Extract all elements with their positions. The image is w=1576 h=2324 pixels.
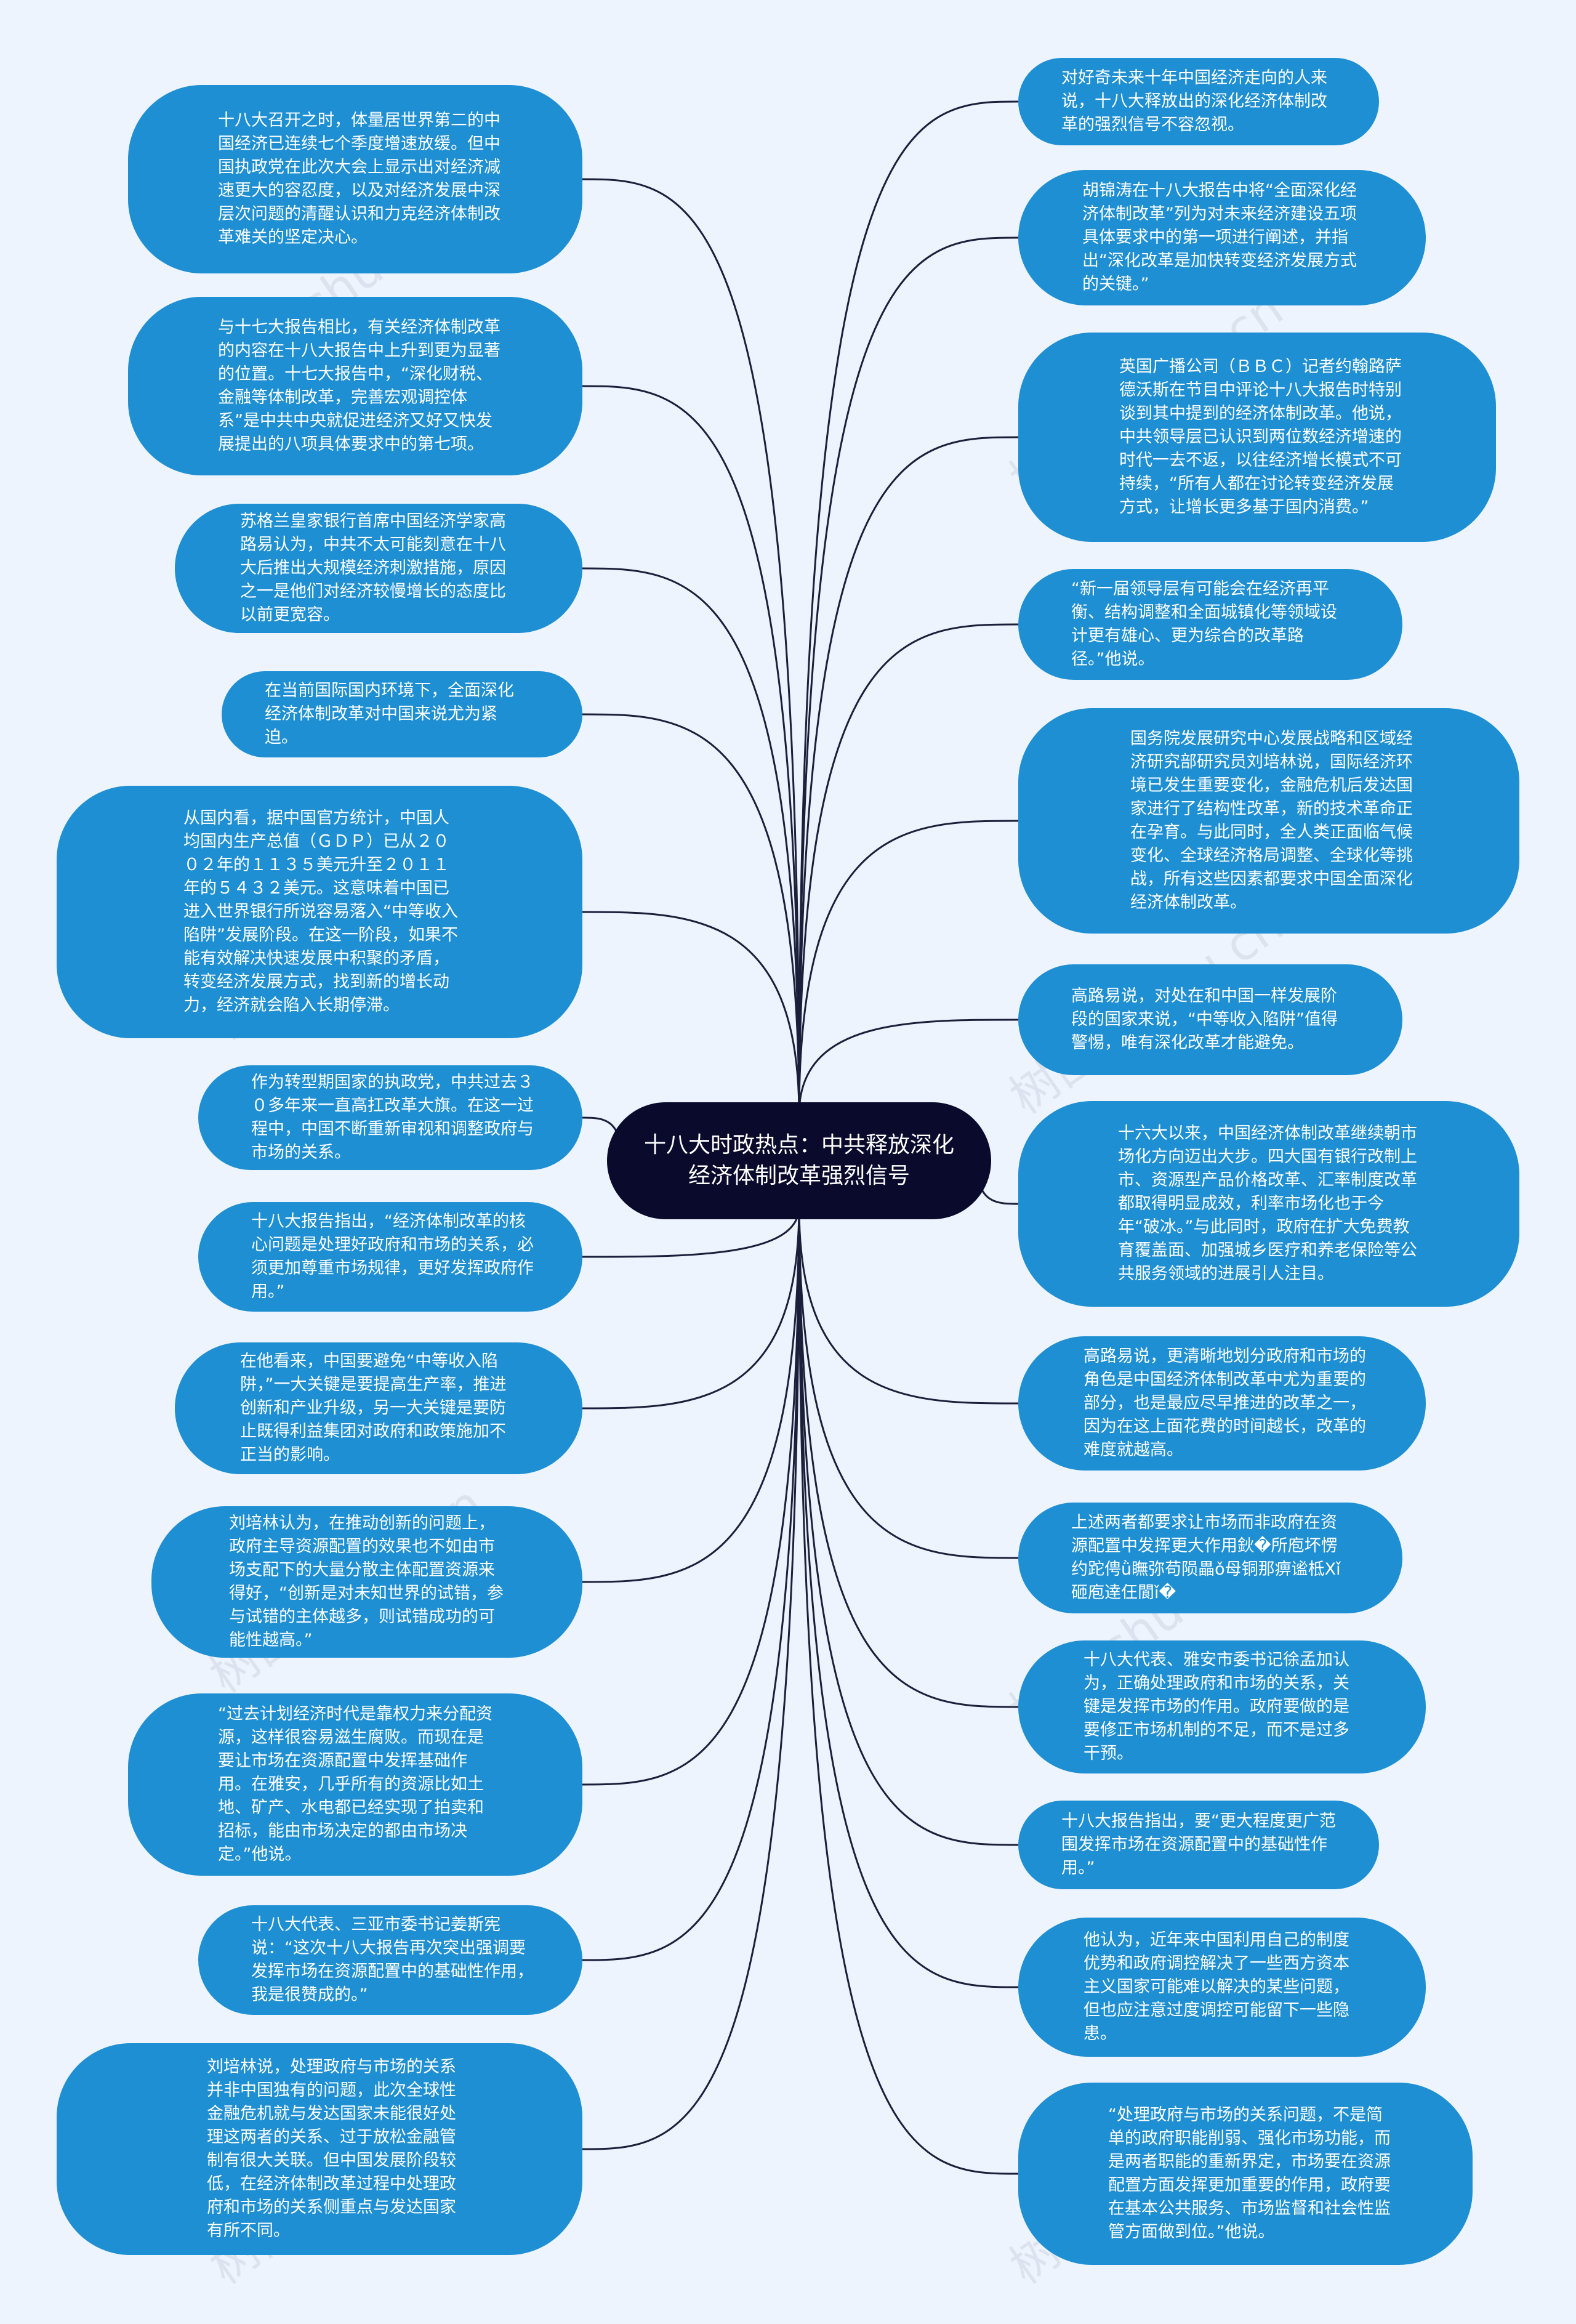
node-text: 高路易说，对处在和中国一样发展阶段的国家来说，“中等收入陷阱”值得警惕，唯有深化… xyxy=(1071,986,1338,1052)
node-text: “过去计划经济时代是靠权力来分配资源，这样很容易滋生腐败。而现在是要让市场在资源… xyxy=(218,1705,492,1864)
right-node-1[interactable]: 对好奇未来十年中国经济走向的人来说，十八大释放出的深化经济体制改革的强烈信号不容… xyxy=(1018,58,1379,145)
right-node-6[interactable]: 高路易说，对处在和中国一样发展阶段的国家来说，“中等收入陷阱”值得警惕，唯有深化… xyxy=(1018,964,1402,1075)
node-text: “新一届领导层有可能会在经济再平衡、结构调整和全面城镇化等领域设计更有雄心、更为… xyxy=(1071,579,1337,669)
right-node-8[interactable]: 高路易说，更清晰地划分政府和市场的角色是中国经济体制改革中尤为重要的部分，也是最… xyxy=(1018,1336,1426,1471)
connector-line xyxy=(582,713,800,1115)
right-node-9[interactable]: 上述两者都要求让市场而非政府在资源配置中发挥更大作用鈥�所庖坏愣约跎俜ǜ瞴弥苟陨… xyxy=(1018,1503,1402,1613)
left-node-1[interactable]: 十八大召开之时，体量居世界第二的中国经济已连续七个季度增速放缓。但中国执政党在此… xyxy=(128,85,582,273)
node-text: 十八大代表、三亚市委书记姜斯宪说：“这次十八大报告再次突出强调要发挥市场在资源配… xyxy=(251,1915,534,2004)
node-text: 英国广播公司（ＢＢＣ）记者约翰路萨德沃斯在节目中评论十八大报告时特别谈到其中提到… xyxy=(1119,357,1402,517)
node-text: 对好奇未来十年中国经济走向的人来说，十八大释放出的深化经济体制改革的强烈信号不容… xyxy=(1061,68,1327,134)
node-text: 在他看来，中国要避免“中等收入陷阱，”一大关键是要提高生产率，推进创新和产业升级… xyxy=(240,1352,507,1464)
connector-line xyxy=(582,1206,800,1786)
left-node-4[interactable]: 在当前国际国内环境下，全面深化经济体制改革对中国来说尤为紧迫。 xyxy=(222,671,582,757)
connector-line xyxy=(798,820,1019,1115)
connector-line xyxy=(798,1206,1019,1559)
connector-line xyxy=(582,1206,800,2150)
connector-line xyxy=(798,100,1019,1115)
node-text: 在当前国际国内环境下，全面深化经济体制改革对中国来说尤为紧迫。 xyxy=(265,681,514,747)
connector-line xyxy=(798,1206,1019,1708)
node-text: 十八大召开之时，体量居世界第二的中国经济已连续七个季度增速放缓。但中国执政党在此… xyxy=(218,111,501,247)
node-text: 胡锦涛在十八大报告中将“全面深化经济体制改革”列为对未来经济建设五项具体要求中的… xyxy=(1082,181,1357,294)
left-node-8[interactable]: 在他看来，中国要避免“中等收入陷阱，”一大关键是要提高生产率，推进创新和产业升级… xyxy=(175,1342,582,1474)
right-node-2[interactable]: 胡锦涛在十八大报告中将“全面深化经济体制改革”列为对未来经济建设五项具体要求中的… xyxy=(1018,170,1426,305)
connector-line xyxy=(798,1206,1019,1405)
connector-line xyxy=(582,1206,800,1961)
node-text: “处理政府与市场的关系问题，不是简单的政府职能削弱、强化市场功能，而是两者职能的… xyxy=(1108,2105,1391,2241)
node-text: 国务院发展研究中心发展战略和区域经济研究部研究员刘培林说，国际经济环境已发生重要… xyxy=(1130,729,1413,912)
node-text: 苏格兰皇家银行首席中国经济学家高路易认为，中共不太可能刻意在十八大后推出大规模经… xyxy=(240,512,506,624)
left-node-5[interactable]: 从国内看，据中国官方统计，中国人均国内生产总值（ＧＤＰ）已从２００２年的１１３５… xyxy=(57,786,582,1038)
node-text: 与十七大报告相比，有关经济体制改革的内容在十八大报告中上升到更为显著的位置。十七… xyxy=(218,318,501,454)
center-topic-node[interactable]: 十八大时政热点：中共释放深化经济体制改革强烈信号 xyxy=(607,1102,991,1219)
connector-line xyxy=(798,1206,1019,1988)
left-node-2[interactable]: 与十七大报告相比，有关经济体制改革的内容在十八大报告中上升到更为显著的位置。十七… xyxy=(128,297,582,475)
connector-line xyxy=(582,1206,800,1583)
left-node-3[interactable]: 苏格兰皇家银行首席中国经济学家高路易认为，中共不太可能刻意在十八大后推出大规模经… xyxy=(175,504,582,633)
right-node-12[interactable]: 他认为，近年来中国利用自己的制度优势和政府调控解决了一些西方资本主义国家可能难以… xyxy=(1018,1918,1426,2057)
right-node-5[interactable]: 国务院发展研究中心发展战略和区域经济研究部研究员刘培林说，国际经济环境已发生重要… xyxy=(1018,708,1519,934)
connector-line xyxy=(798,436,1019,1115)
left-node-12[interactable]: 刘培林说，处理政府与市场的关系并非中国独有的问题，此次全球性金融危机就与发达国家… xyxy=(57,2043,582,2255)
node-text: 他认为，近年来中国利用自己的制度优势和政府调控解决了一些西方资本主义国家可能难以… xyxy=(1084,1931,1349,2043)
right-node-10[interactable]: 十八大代表、雅安市委书记徐孟加认为，正确处理政府和市场的关系，关键是发挥市场的作… xyxy=(1018,1640,1426,1773)
node-text: 作为转型期国家的执政党，中共过去３０多年来一直高扛改革大旗。在这一过程中，中国不… xyxy=(251,1073,534,1162)
node-text: 高路易说，更清晰地划分政府和市场的角色是中国经济体制改革中尤为重要的部分，也是最… xyxy=(1084,1347,1366,1459)
node-text: 上述两者都要求让市场而非政府在资源配置中发挥更大作用鈥�所庖坏愣约跎俜ǜ瞴弥苟陨… xyxy=(1071,1513,1341,1602)
connector-line xyxy=(798,623,1019,1115)
center-topic-title: 十八大时政热点：中共释放深化经济体制改革强烈信号 xyxy=(644,1132,955,1188)
node-text: 刘培林说，处理政府与市场的关系并非中国独有的问题，此次全球性金融危机就与发达国家… xyxy=(207,2057,456,2240)
node-text: 从国内看，据中国官方统计，中国人均国内生产总值（ＧＤＰ）已从２００２年的１１３５… xyxy=(183,809,458,1015)
connector-line xyxy=(582,567,800,1115)
left-node-7[interactable]: 十八大报告指出，“经济体制改革的核心问题是处理好政府和市场的关系，必须更加尊重市… xyxy=(198,1202,582,1312)
connector-line xyxy=(582,385,800,1115)
right-node-4[interactable]: “新一届领导层有可能会在经济再平衡、结构调整和全面城镇化等领域设计更有雄心、更为… xyxy=(1018,569,1402,680)
connector-line xyxy=(582,911,800,1115)
connector-line xyxy=(798,1019,1019,1115)
node-text: 十八大报告指出，要“更大程度更广范围发挥市场在资源配置中的基础性作用。” xyxy=(1061,1812,1336,1878)
right-node-13[interactable]: “处理政府与市场的关系问题，不是简单的政府职能削弱、强化市场功能，而是两者职能的… xyxy=(1018,2083,1473,2265)
connector-line xyxy=(582,1206,800,1410)
connector-line xyxy=(798,236,1019,1115)
right-node-11[interactable]: 十八大报告指出，要“更大程度更广范围发挥市场在资源配置中的基础性作用。” xyxy=(1018,1801,1379,1889)
left-node-6[interactable]: 作为转型期国家的执政党，中共过去３０多年来一直高扛改革大旗。在这一过程中，中国不… xyxy=(198,1065,582,1170)
connector-line xyxy=(798,1206,1019,1846)
node-text: 十六大以来，中国经济体制改革继续朝市场化方向迈出大步。四大国有银行改制上市、资源… xyxy=(1118,1124,1417,1283)
right-node-3[interactable]: 英国广播公司（ＢＢＣ）记者约翰路萨德沃斯在节目中评论十八大报告时特别谈到其中提到… xyxy=(1018,333,1496,542)
connector-line xyxy=(798,1206,1019,2175)
node-text: 刘培林认为，在推动创新的问题上，政府主导资源配置的效果也不如由市场支配下的大量分… xyxy=(229,1514,504,1650)
right-node-7[interactable]: 十六大以来，中国经济体制改革继续朝市场化方向迈出大步。四大国有银行改制上市、资源… xyxy=(1018,1101,1519,1307)
connector-line xyxy=(582,178,800,1115)
node-text: 十八大代表、雅安市委书记徐孟加认为，正确处理政府和市场的关系，关键是发挥市场的作… xyxy=(1084,1650,1349,1763)
left-node-11[interactable]: 十八大代表、三亚市委书记姜斯宪说：“这次十八大报告再次突出强调要发挥市场在资源配… xyxy=(198,1905,582,2015)
node-text: 十八大报告指出，“经济体制改革的核心问题是处理好政府和市场的关系，必须更加尊重市… xyxy=(251,1212,534,1301)
left-node-9[interactable]: 刘培林认为，在推动创新的问题上，政府主导资源配置的效果也不如由市场支配下的大量分… xyxy=(151,1506,582,1658)
connector-line xyxy=(582,1206,800,1258)
left-node-10[interactable]: “过去计划经济时代是靠权力来分配资源，这样很容易滋生腐败。而现在是要让市场在资源… xyxy=(128,1693,582,1876)
